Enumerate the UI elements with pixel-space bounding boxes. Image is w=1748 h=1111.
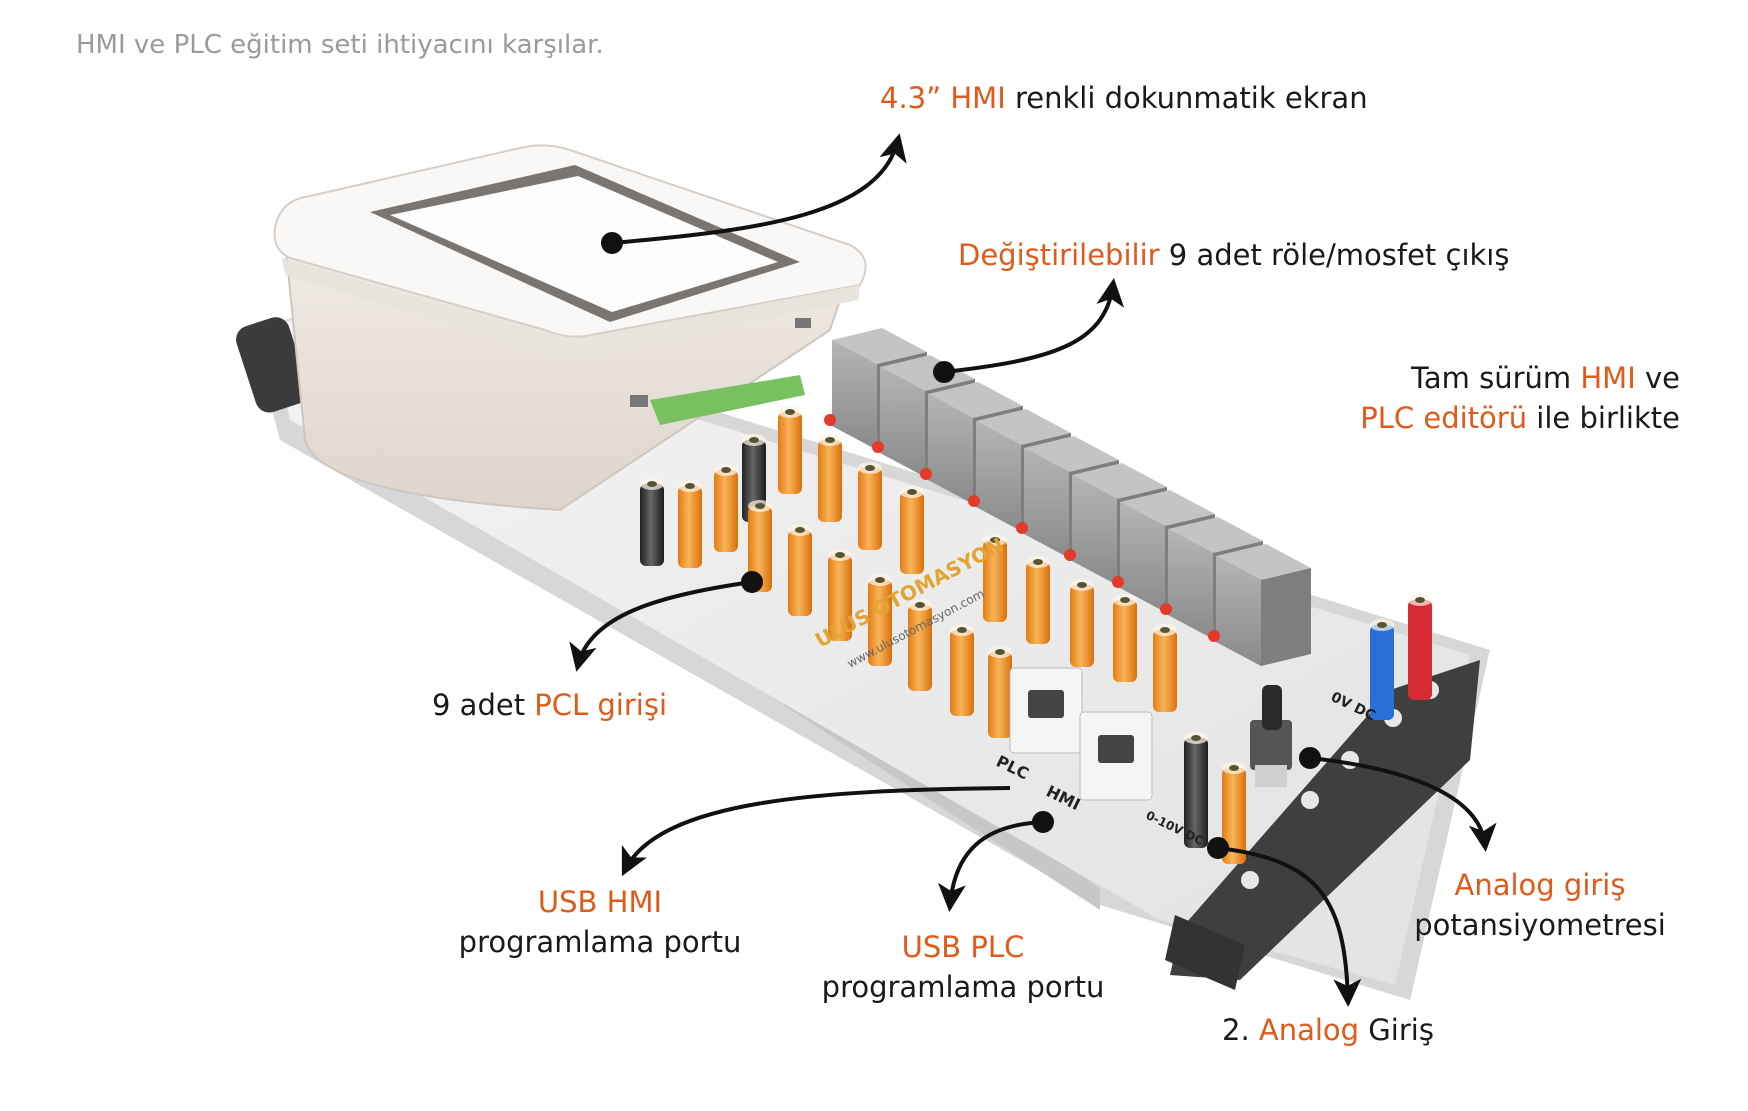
orange-jack	[788, 524, 812, 616]
pcb-strip	[650, 375, 805, 425]
callout-relay-accent: Değiştirilebilir	[958, 238, 1160, 272]
arrow-pot	[1309, 756, 1497, 852]
orange-jack	[828, 549, 852, 641]
orange-jack	[714, 464, 738, 552]
orange-jack	[1222, 762, 1246, 864]
led	[1112, 576, 1124, 588]
orange-jack	[748, 500, 772, 592]
black-jack	[1184, 732, 1208, 848]
callout-editor-line1: Tam sürüm HMI ve	[1410, 361, 1680, 395]
led	[920, 468, 932, 480]
orange-jack	[908, 599, 932, 691]
orange-jack	[1113, 594, 1137, 682]
callout-analog-pot-text: potansiyometresi	[1414, 908, 1666, 942]
callout-usb-plc: USB PLC programlama portu	[808, 927, 1118, 1007]
led	[872, 441, 884, 453]
orange-jack	[983, 534, 1007, 622]
led	[968, 495, 980, 507]
arrow-relay	[943, 278, 1125, 374]
board-end-rails	[236, 317, 1480, 990]
callout-relay-text: 9 adet röle/mosfet çıkış	[1159, 238, 1510, 272]
blue-jack	[1370, 619, 1394, 720]
led	[1208, 630, 1220, 642]
orange-jack	[678, 480, 702, 568]
usb-ports	[1009, 667, 1153, 801]
relay-bank	[824, 328, 1311, 666]
led	[824, 414, 836, 426]
black-jack	[640, 478, 664, 566]
callout-relay-outputs: Değiştirilebilir 9 adet röle/mosfet çıkı…	[958, 235, 1509, 275]
orange-jack	[1070, 579, 1094, 667]
callout-arrows	[569, 133, 1497, 1007]
callout-analog-pot-accent: Analog giriş	[1454, 868, 1626, 902]
callout-analog-input2: 2. Analog Giriş	[1222, 1013, 1434, 1047]
arrow-hmi-screen	[611, 133, 907, 245]
arrow-usb-plc	[937, 820, 1044, 912]
orange-jack	[900, 486, 924, 574]
callout-editor: Tam sürüm HMI ve PLC editörü ile birlikt…	[1360, 358, 1680, 438]
orange-jack	[858, 462, 882, 550]
orange-jack	[818, 434, 842, 522]
page-subtitle: HMI ve PLC eğitim seti ihtiyacını karşıl…	[76, 30, 604, 60]
arrow-inputs	[569, 580, 753, 672]
led	[1016, 522, 1028, 534]
callout-hmi-screen-text: renkli dokunmatik ekran	[1005, 81, 1368, 115]
callout-analog-pot: Analog giriş potansiyometresi	[1390, 865, 1690, 945]
orange-jack	[868, 574, 892, 666]
callout-usb-plc-accent: USB PLC	[901, 930, 1025, 964]
callout-hmi-screen: 4.3” HMI renkli dokunmatik ekran	[880, 78, 1368, 118]
led	[1160, 603, 1172, 615]
callout-usb-plc-text: programlama portu	[821, 970, 1105, 1004]
led	[1064, 549, 1076, 561]
orange-jack	[950, 624, 974, 716]
callout-usb-hmi-accent: USB HMI	[537, 885, 663, 919]
callout-plc-inputs: 9 adet PCL girişi	[432, 688, 668, 722]
callout-usb-hmi: USB HMI programlama portu	[450, 882, 750, 962]
callout-hmi-screen-accent: 4.3” HMI	[880, 81, 1006, 115]
arrow-usb-hmi	[621, 786, 1011, 877]
orange-jack	[1026, 556, 1050, 644]
hmi-touch-panel	[273, 144, 867, 512]
orange-jack	[988, 646, 1012, 738]
relay	[1208, 544, 1311, 666]
orange-jack	[1153, 624, 1177, 712]
orange-jack	[778, 406, 802, 494]
callout-editor-line2: PLC editörü ile birlikte	[1360, 401, 1680, 435]
red-jack	[1408, 594, 1432, 700]
banana-jacks	[640, 406, 1432, 864]
callout-usb-hmi-text: programlama portu	[458, 925, 742, 959]
arrow-analog2	[1217, 846, 1362, 1007]
potentiometer	[1250, 685, 1292, 787]
